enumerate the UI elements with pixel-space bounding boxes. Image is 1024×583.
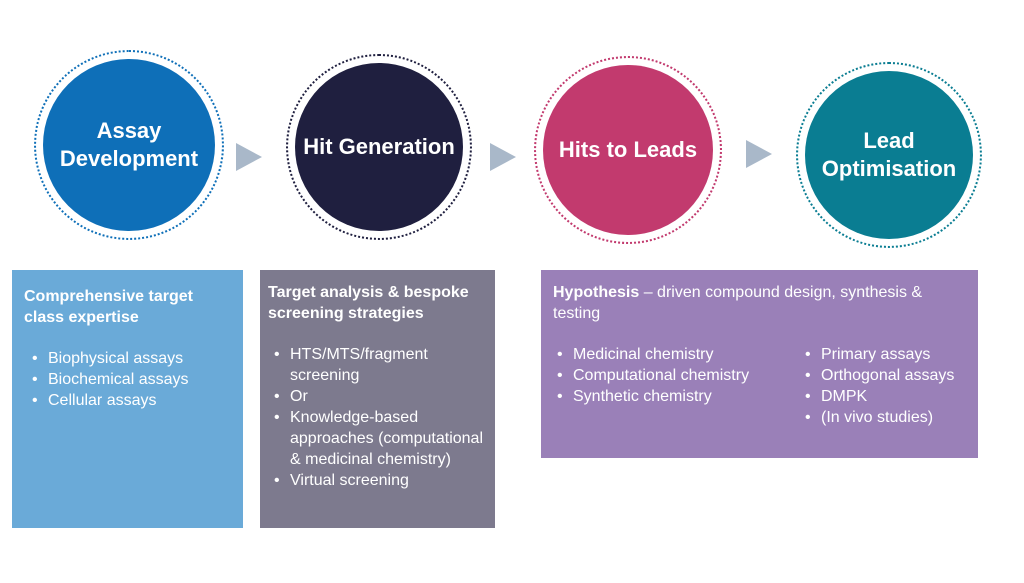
stage-disc: Lead Optimisation [805,71,973,239]
hit-detail-box: Target analysis & bespoke screening stra… [260,270,495,528]
list-item: DMPK [805,386,954,407]
assay-box-heading: Comprehensive target class expertise [24,288,193,326]
stage-disc: Assay Development [43,59,215,231]
stage-disc: Hits to Leads [543,65,713,235]
list-item: Virtual screening [274,470,487,491]
lead-list-left: Medicinal chemistry Computational chemis… [557,344,805,428]
lead-box-heading-bold: Hypothesis [553,284,640,301]
list-item: Or [274,386,487,407]
stage-assay-development: Assay Development [34,50,224,240]
stage-disc: Hit Generation [295,63,463,231]
lead-detail-box: Hypothesis – driven compound design, syn… [541,270,978,458]
list-item: Biochemical assays [32,369,233,390]
list-item: Knowledge-based approaches (computationa… [274,407,487,470]
list-item: Orthogonal assays [805,365,954,386]
arrow-right-icon [236,143,262,171]
stage-label-line-2: Optimisation [821,156,957,181]
list-item: HTS/MTS/fragment screening [274,344,487,386]
list-item: Cellular assays [32,390,233,411]
list-item: Synthetic chemistry [557,386,805,407]
stage-label-line-1: Assay [96,118,162,143]
lead-lists: Medicinal chemistry Computational chemis… [553,344,966,428]
assay-list: Biophysical assays Biochemical assays Ce… [24,348,233,411]
arrow-right-icon [746,140,772,168]
stage-label-line-2: Development [59,146,199,171]
stage-label: Hit Generation [303,134,455,159]
list-item: Medicinal chemistry [557,344,805,365]
hit-box-heading: Target analysis & bespoke screening stra… [268,284,469,322]
list-item: (In vivo studies) [805,407,954,428]
list-item: Biophysical assays [32,348,233,369]
list-item: Computational chemistry [557,365,805,386]
hit-list: HTS/MTS/fragment screening Or Knowledge-… [268,344,487,491]
list-item: Primary assays [805,344,954,365]
assay-detail-box: Comprehensive target class expertise Bio… [12,270,243,528]
stage-hits-to-leads: Hits to Leads [534,56,722,244]
stage-label-line-1: Lead [863,128,915,153]
stage-hit-generation: Hit Generation [286,54,472,240]
lead-box-heading: Hypothesis – driven compound design, syn… [553,282,966,324]
stage-label: Hits to Leads [558,137,698,162]
arrow-right-icon [490,143,516,171]
stage-lead-optimisation: Lead Optimisation [796,62,982,248]
lead-box-heading-rest: – driven compound design, synthesis & te… [553,284,923,322]
lead-list-right: Primary assays Orthogonal assays DMPK (I… [805,344,954,428]
